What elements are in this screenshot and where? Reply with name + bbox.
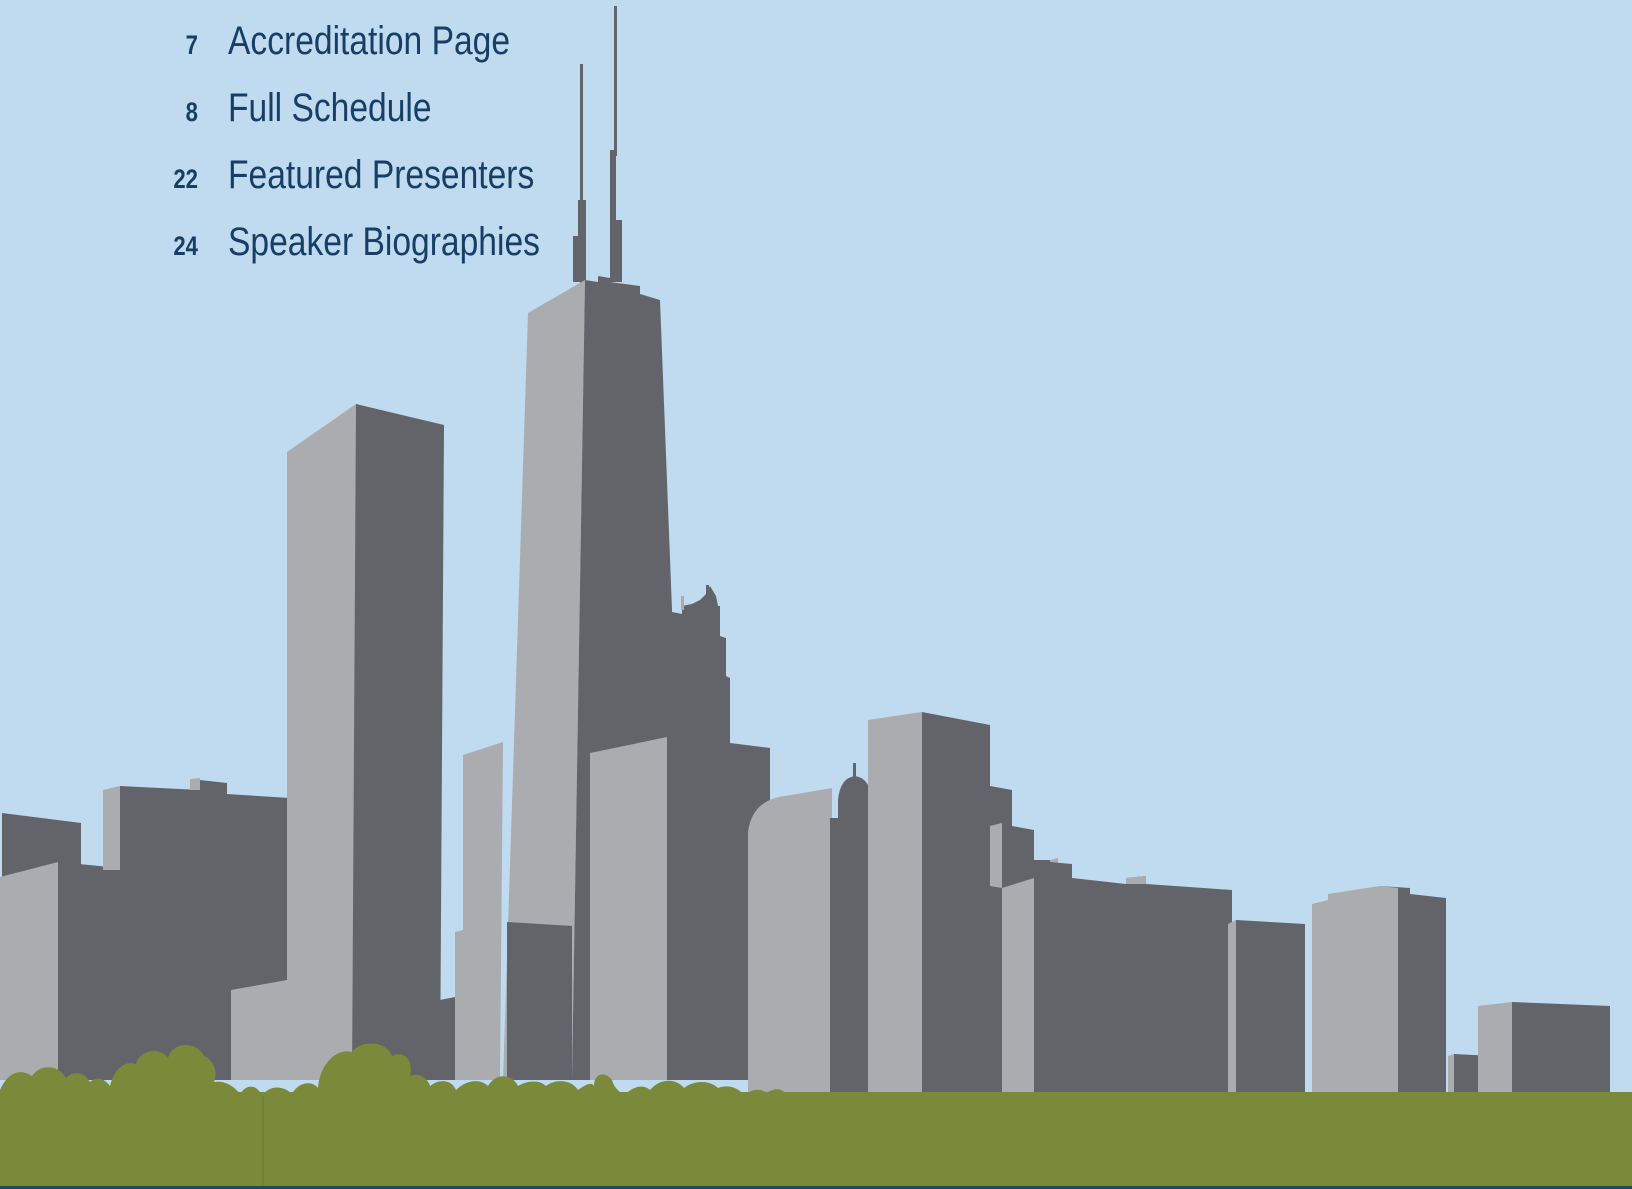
toc-item-speaker-biographies[interactable]: 24 Speaker Biographies bbox=[150, 209, 599, 276]
toc-item-label: Speaker Biographies bbox=[228, 220, 540, 264]
toc-page-number: 22 bbox=[173, 164, 198, 194]
toc-item-label: Accreditation Page bbox=[228, 19, 511, 63]
table-of-contents: 7 Accreditation Page 8 Full Schedule 22 … bbox=[150, 8, 599, 276]
building-right-low bbox=[1034, 858, 1232, 1100]
tree-line bbox=[0, 1043, 1632, 1189]
toc-item-featured-presenters[interactable]: 22 Featured Presenters bbox=[150, 142, 599, 209]
toc-item-label: Full Schedule bbox=[228, 86, 432, 130]
building-stepped-ornate bbox=[672, 585, 730, 746]
toc-item-label: Featured Presenters bbox=[228, 153, 535, 197]
building-right-tall bbox=[1312, 886, 1446, 1100]
building-far-left bbox=[0, 813, 120, 1080]
building-right-small bbox=[1228, 920, 1305, 1100]
bottom-rule bbox=[0, 1186, 1632, 1189]
toc-item-full-schedule[interactable]: 8 Full Schedule bbox=[150, 75, 599, 142]
building-center-lower-left bbox=[455, 742, 572, 1080]
toc-page-number: 24 bbox=[173, 231, 198, 261]
building-center-lower bbox=[590, 737, 770, 1080]
building-mid-right bbox=[868, 712, 1034, 1100]
building-tall-left bbox=[231, 404, 455, 1080]
toc-item-accreditation[interactable]: 7 Accreditation Page bbox=[150, 8, 599, 75]
toc-page-number: 7 bbox=[185, 30, 198, 60]
toc-page-number: 8 bbox=[185, 97, 198, 127]
